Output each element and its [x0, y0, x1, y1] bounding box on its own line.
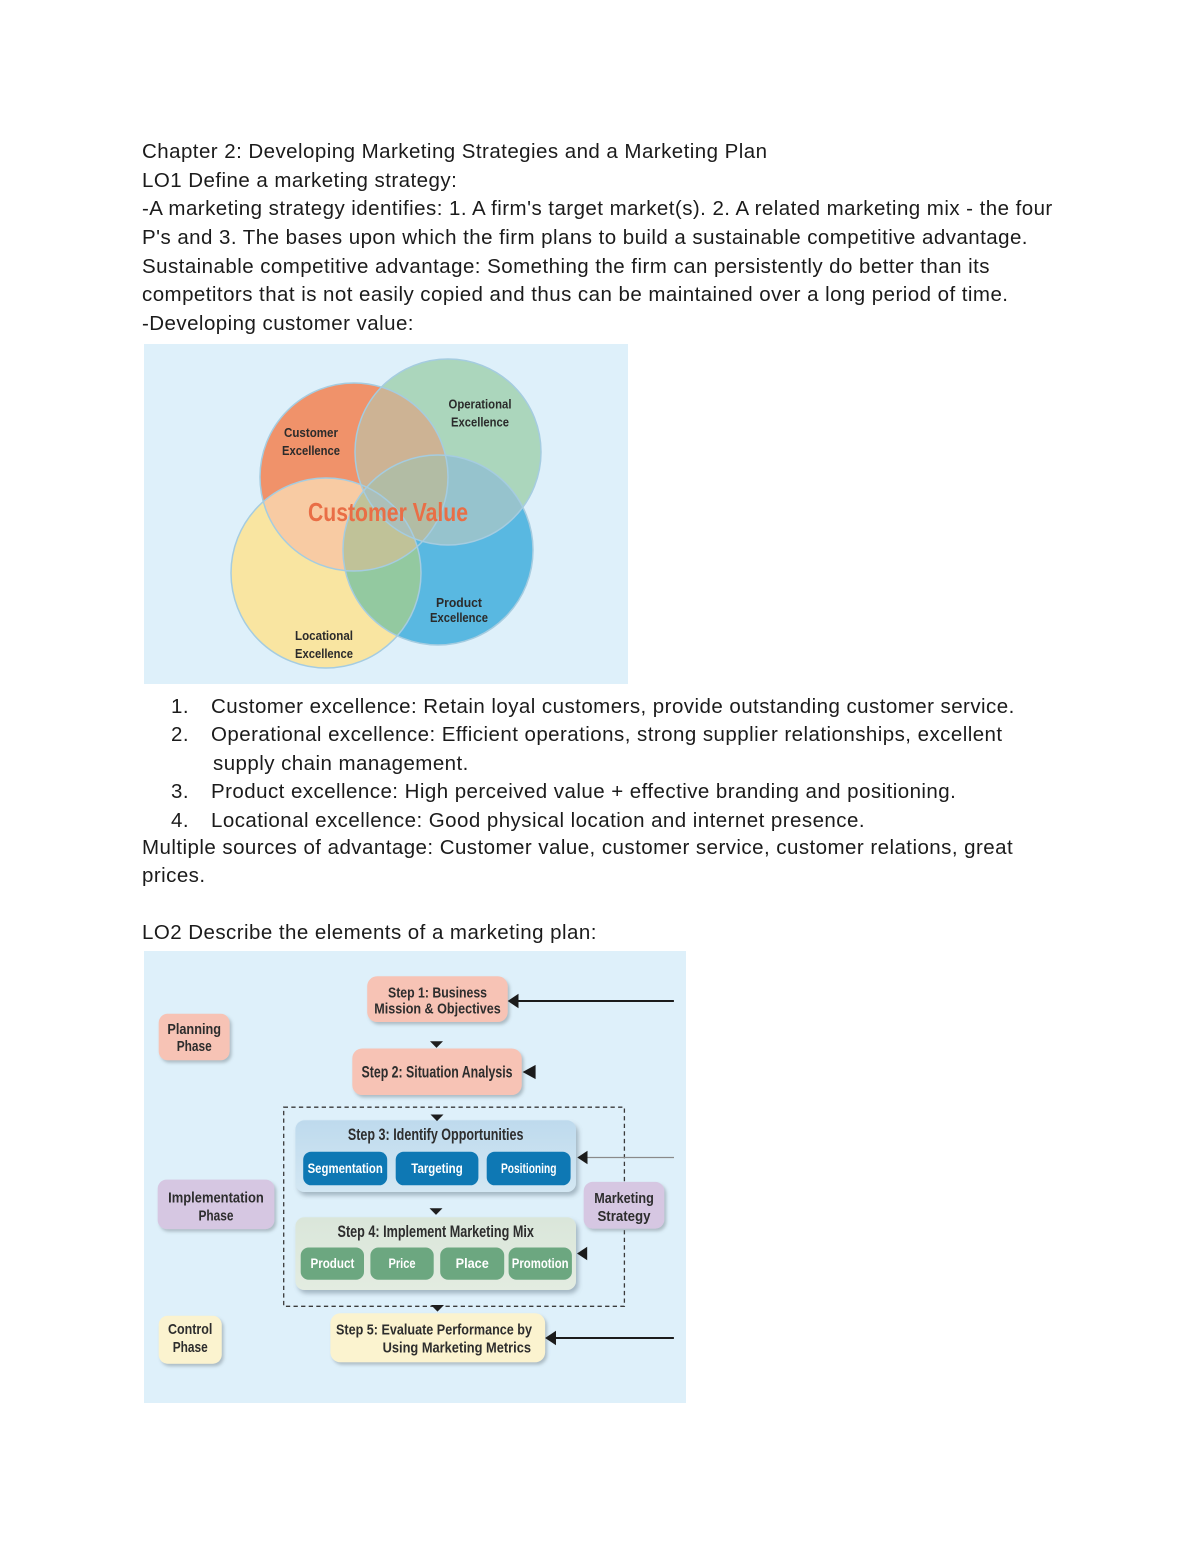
svg-text:Customer Value: Customer Value: [308, 497, 468, 527]
svg-text:Phase: Phase: [173, 1339, 208, 1356]
svg-text:Place: Place: [456, 1256, 490, 1271]
svg-text:Step 1: Business: Step 1: Business: [388, 984, 487, 1001]
svg-text:Marketing: Marketing: [594, 1190, 654, 1207]
svg-text:Customer: Customer: [284, 425, 338, 440]
svg-text:Step 2: Situation Analysis: Step 2: Situation Analysis: [362, 1063, 513, 1082]
svg-text:Targeting: Targeting: [411, 1161, 462, 1176]
svg-text:Strategy: Strategy: [597, 1208, 651, 1225]
svg-text:Planning: Planning: [167, 1021, 221, 1038]
svg-text:Excellence: Excellence: [295, 646, 353, 661]
svg-text:Implementation: Implementation: [168, 1189, 264, 1206]
svg-text:Step 5: Evaluate Performance: Step 5: Evaluate Performance by: [336, 1322, 533, 1339]
svg-text:Phase: Phase: [199, 1207, 234, 1224]
svg-text:Product: Product: [436, 595, 483, 610]
svg-text:Product: Product: [310, 1256, 354, 1271]
svg-text:Control: Control: [168, 1321, 212, 1338]
svg-text:Step 3: Identify Opportunities: Step 3: Identify Opportunities: [348, 1125, 524, 1144]
svg-text:Excellence: Excellence: [451, 415, 509, 430]
svg-text:Locational: Locational: [295, 628, 353, 643]
svg-text:Mission & Objectives: Mission & Objectives: [374, 1000, 501, 1017]
svg-text:Operational: Operational: [449, 397, 512, 412]
svg-text:Promotion: Promotion: [512, 1256, 569, 1271]
svg-text:Segmentation: Segmentation: [308, 1161, 383, 1176]
svg-text:Using Marketing Metrics: Using Marketing Metrics: [383, 1340, 531, 1357]
svg-text:Excellence: Excellence: [430, 610, 488, 625]
svg-text:Excellence: Excellence: [282, 443, 340, 458]
svg-text:Step 4: Implement Marketing Mi: Step 4: Implement Marketing Mix: [338, 1222, 535, 1241]
svg-text:Phase: Phase: [177, 1038, 212, 1055]
svg-text:Price: Price: [388, 1256, 415, 1271]
svg-text:Positioning: Positioning: [501, 1161, 557, 1176]
